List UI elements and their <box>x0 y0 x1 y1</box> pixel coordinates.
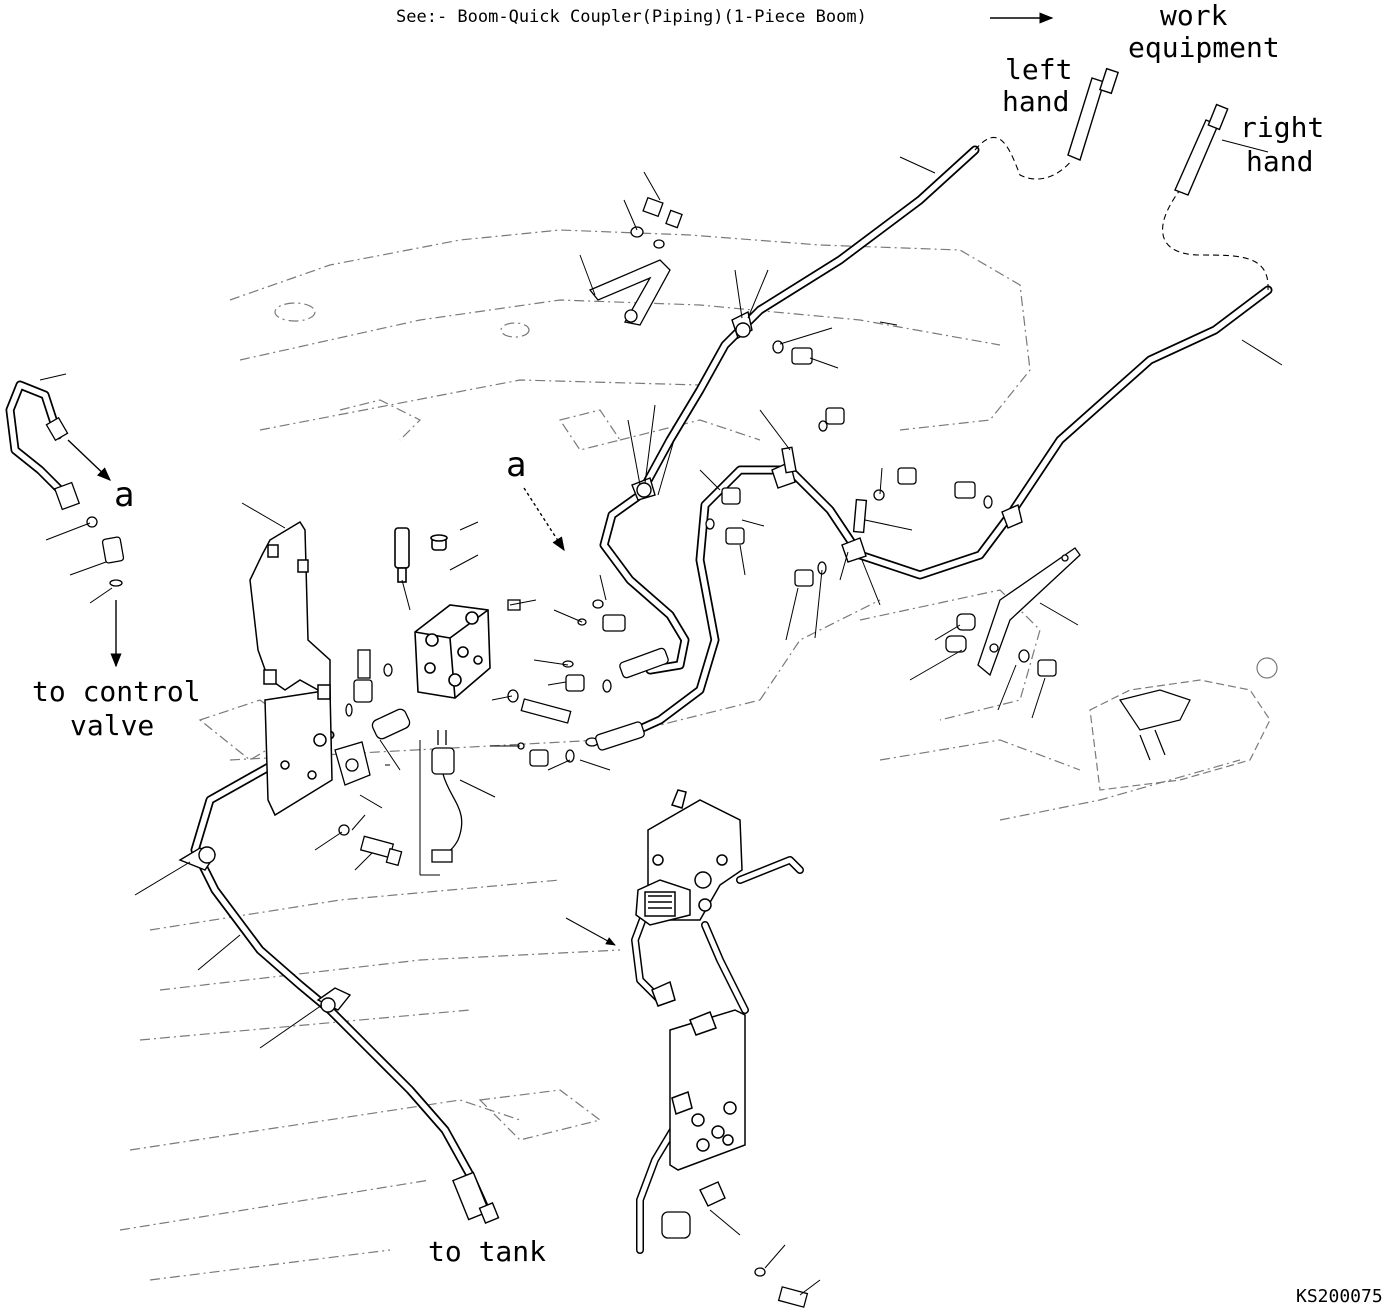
fittings-and-orings <box>45 196 1081 1308</box>
left-hand-label-line1: left <box>1005 53 1073 86</box>
right-hand-label-line2: hand <box>1246 145 1314 178</box>
phantom-structure <box>119 229 1241 1281</box>
hose-end-fittings <box>452 67 1229 1224</box>
to-tank-label: to tank <box>428 1235 547 1268</box>
left-hand-label-line2: hand <box>1002 85 1070 118</box>
left-bracket <box>249 520 333 817</box>
to-control-valve-label-line2: valve <box>70 709 155 742</box>
phantom-connections <box>974 136 1269 291</box>
work-equipment-label-line2: equipment <box>1128 31 1280 64</box>
reference-note: See:- Boom-Quick Coupler(Piping)(1-Piece… <box>396 7 867 27</box>
valve-block <box>394 527 491 699</box>
detail-marker-left: a <box>114 475 135 515</box>
work-equipment-label-line1: work <box>1160 0 1228 32</box>
lower-valve-assembly <box>635 789 746 1171</box>
detail-marker-center: a <box>506 445 527 485</box>
right-hand-label-line1: right <box>1240 111 1325 144</box>
hoses <box>5 145 1273 1254</box>
clamps <box>178 310 1023 1207</box>
right-cylinder-assembly <box>1089 657 1278 791</box>
leader-lines <box>39 139 1283 1296</box>
direction-arrows <box>67 12 1054 668</box>
drawing-id: KS200075 <box>1296 1286 1383 1307</box>
to-control-valve-label-line1: to control <box>32 675 201 708</box>
